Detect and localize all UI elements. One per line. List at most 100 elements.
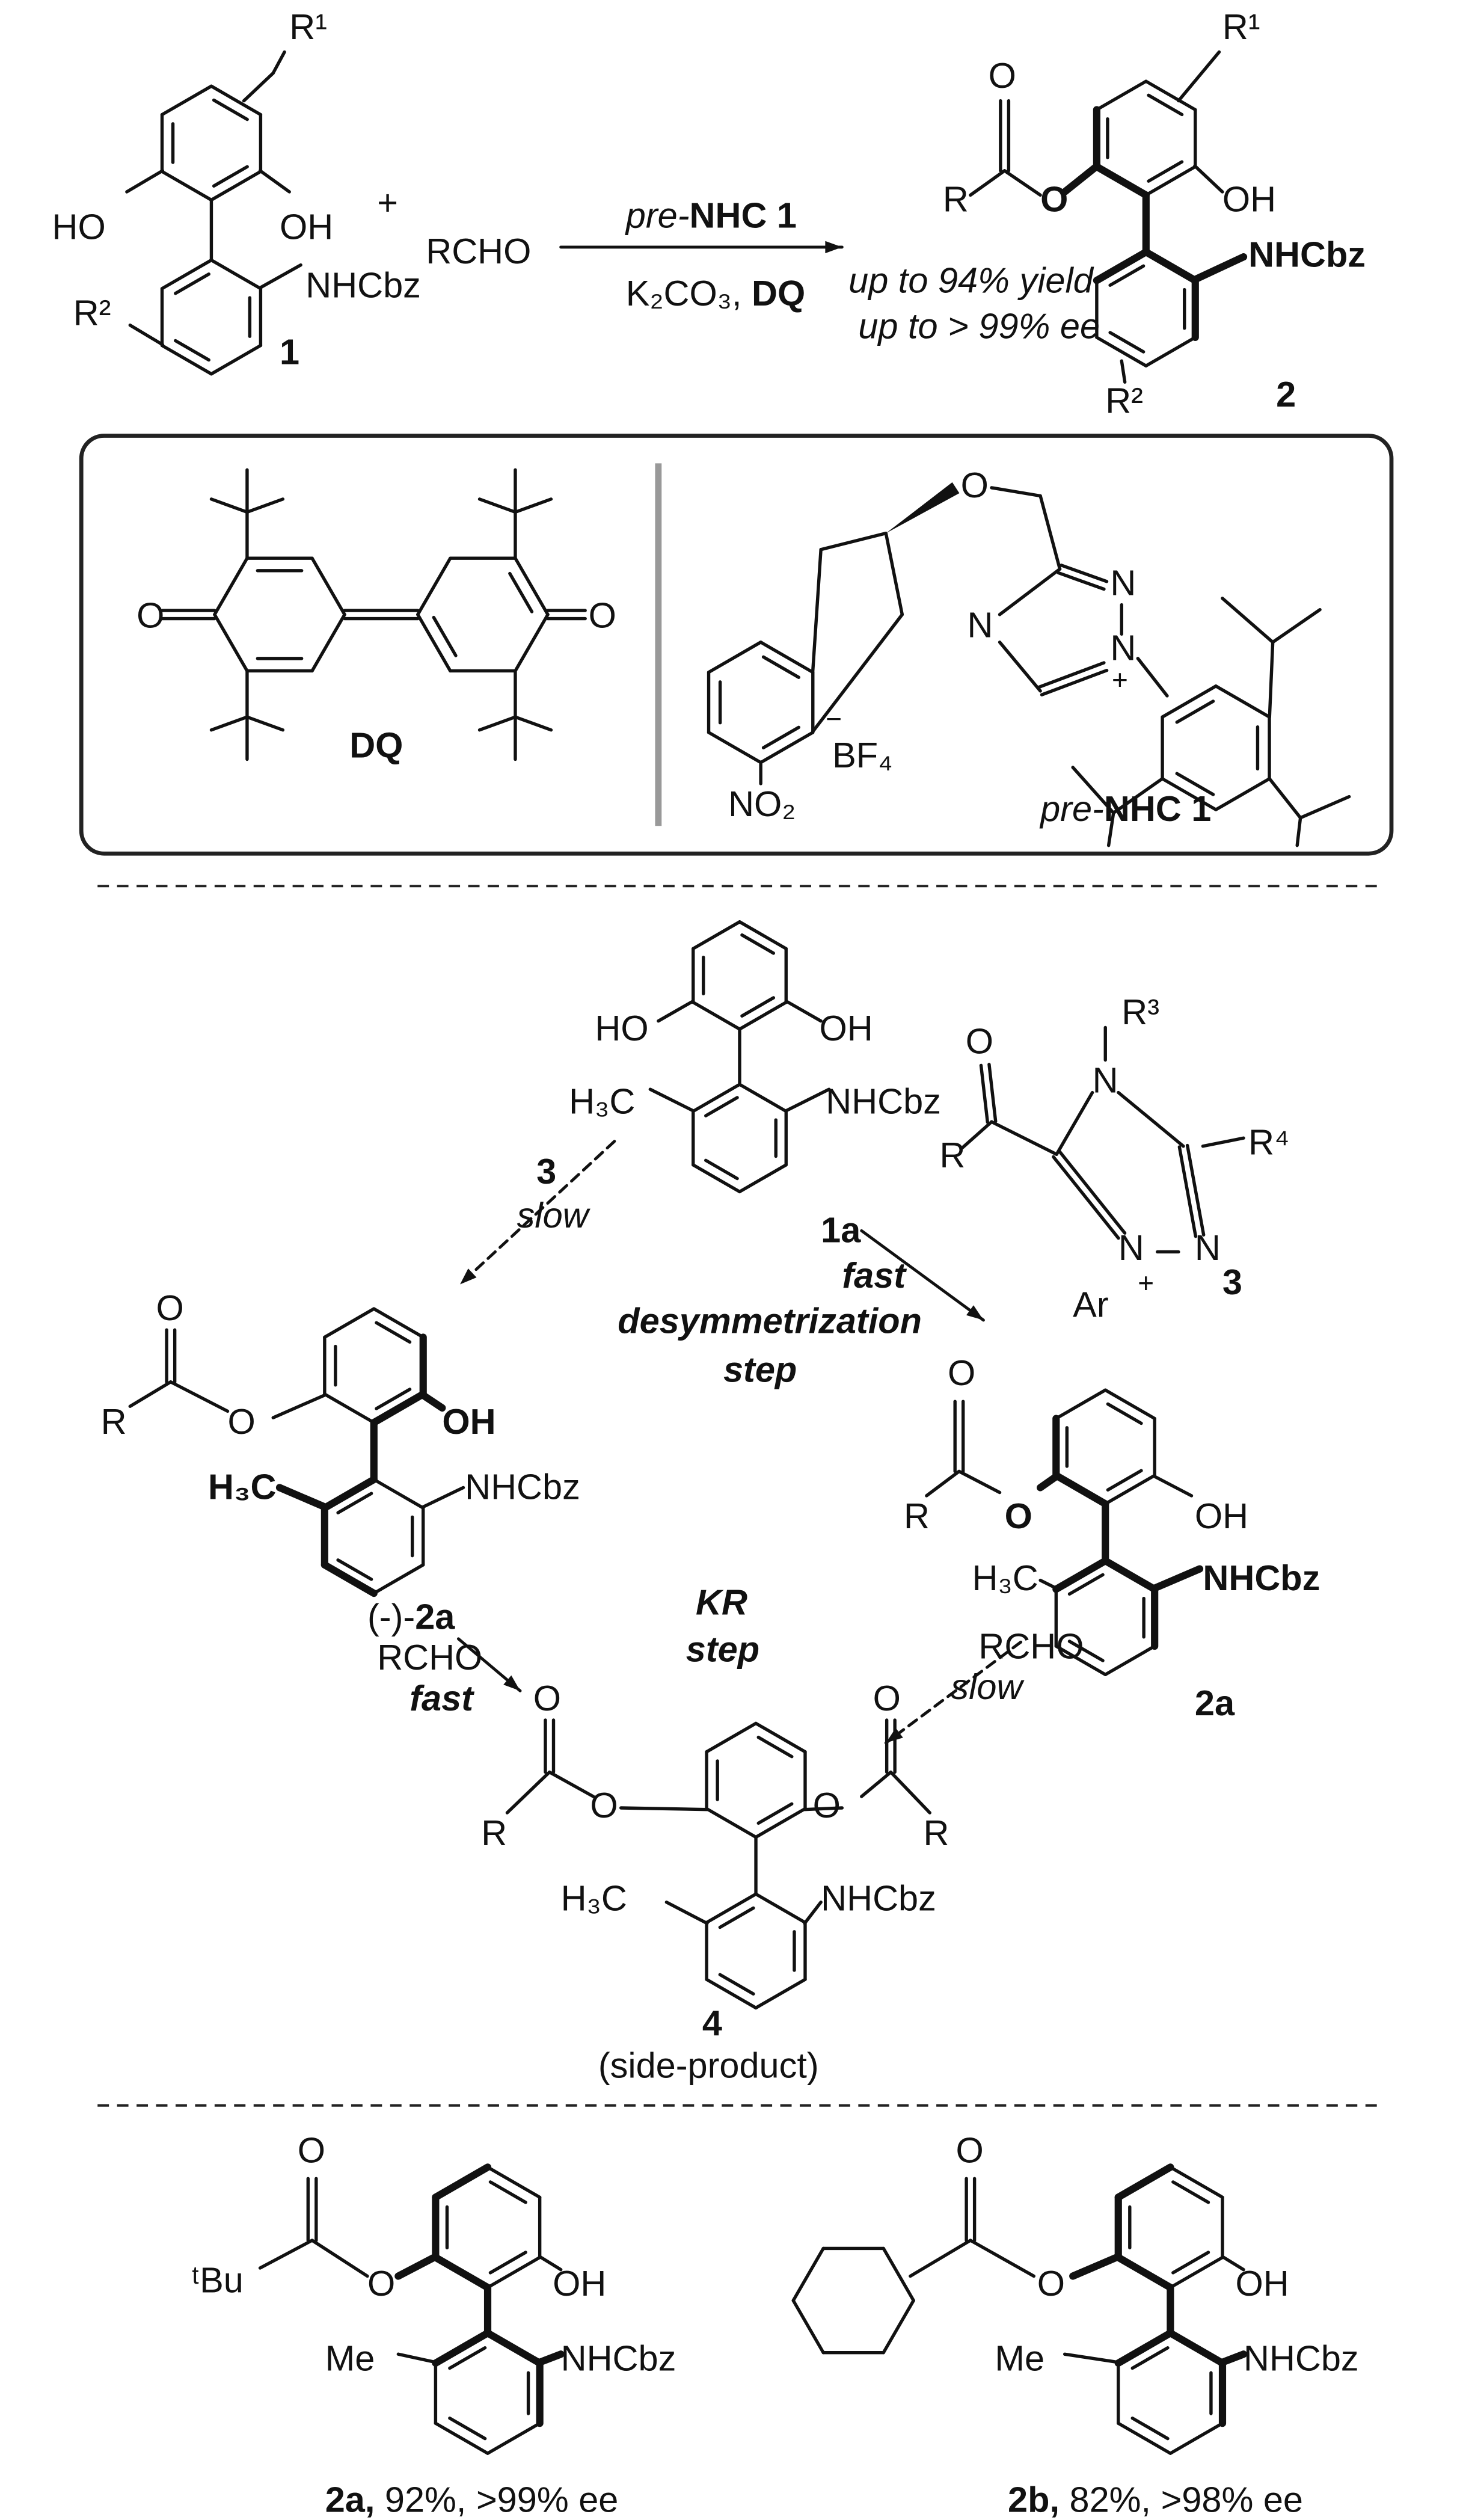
bond [957,1469,1002,1495]
n-label: N [1118,1228,1144,1268]
bond [169,1380,230,1413]
bond [1161,777,1218,811]
bond [486,2255,542,2290]
dq-label: DQ [349,725,403,766]
bond [1038,1578,1058,1590]
bond [1106,811,1115,847]
bond [1103,1388,1156,1421]
bond [718,1906,755,1929]
bond [1103,1474,1156,1506]
bond [1038,494,1062,571]
wedge-bond [886,482,960,533]
bond [738,1000,788,1031]
nhcbz-label: NHCbz [1244,2338,1359,2378]
bond [738,1163,788,1194]
slow-path-reagent: 3 [536,1151,556,1191]
bond [323,1307,376,1339]
bond [692,920,741,951]
bond [754,1892,807,1925]
carbonyl-o-label: O [956,2130,984,2170]
bond [1095,336,1148,367]
bond [648,1087,695,1113]
bond [761,725,801,749]
bond [990,1120,1058,1156]
r-label: R [904,1496,930,1536]
ester-o-label: O [367,2263,395,2303]
ester-o-label: O [1040,179,1068,219]
o-label: O [961,465,989,505]
yield-ee: 82%, >98% ee [1060,2479,1303,2519]
bond [1147,160,1184,183]
bond [1150,1565,1204,1593]
bond [432,2329,492,2367]
bond [1069,2252,1122,2280]
bond [1201,1136,1245,1148]
compound-number: 2b, [1008,2479,1060,2519]
step-label: step [723,1350,797,1390]
bond [1057,571,1106,591]
bond [477,715,517,732]
bond [1177,1145,1198,1238]
bond [421,1486,465,1509]
bond [160,343,213,376]
fast-path-rate: fast [842,1255,907,1295]
bond [1063,2352,1120,2364]
side-product-4: O R O O O R H₃C NHCbz 4 (side-product) [481,1678,949,2086]
bond [785,1087,831,1113]
bond [785,1000,823,1023]
oh-label: OH [1195,1496,1248,1536]
bond [1171,2251,1210,2275]
bond [258,263,302,290]
bond [370,1390,427,1427]
dashed-arrow [884,1640,1023,1745]
oh-label: OH [1222,179,1276,219]
n-label: N [967,605,993,645]
bond [209,84,263,117]
carbonyl-o-label: O [989,55,1016,96]
example-2b: O O OH Me NHCbz 2b, 82%, >98% ee [956,2130,1359,2519]
bond [664,1901,709,1925]
bond [160,258,213,290]
compound-number: 2 [1276,374,1296,414]
r1-label: R¹ [1222,7,1260,47]
bond [1177,50,1221,103]
dq-structure: O O DQ [136,595,616,765]
arrow-head [825,241,842,254]
bond [514,556,550,616]
bond [909,2239,972,2278]
bond [394,2252,440,2280]
bond [1093,162,1150,199]
bond [707,641,762,674]
catalyst-name: NHC 1 [690,195,797,235]
bond [1037,661,1106,689]
bond [209,343,263,376]
ho-label: HO [595,1008,648,1048]
bond [990,486,1042,498]
bond [1054,1388,1107,1421]
oh-label: OH [819,1008,873,1048]
bond [1221,2255,1245,2272]
bond [1130,2417,1170,2441]
bond [1175,699,1215,724]
bond [323,1392,376,1425]
arrow-head [966,1305,984,1321]
oh-label: OH [553,2263,606,2303]
compound-number: 2a [1195,1683,1235,1723]
bond [209,715,249,732]
bond [1067,1640,1105,1662]
bond [174,339,210,362]
kr-right-rate: slow [951,1667,1025,1707]
bond [258,2239,314,2270]
acyl-azolium-3: O R N R³ R⁴ N N + Ar 3 [940,992,1290,1325]
bond [1102,1557,1159,1593]
bond [998,641,1042,693]
bond [209,497,249,514]
bond [998,567,1062,616]
bond [704,1158,739,1181]
bond [1144,79,1197,112]
h3c-label: H₃C [561,1878,627,1918]
bond [1268,777,1302,820]
bond [375,1388,412,1410]
bond [1214,777,1271,811]
